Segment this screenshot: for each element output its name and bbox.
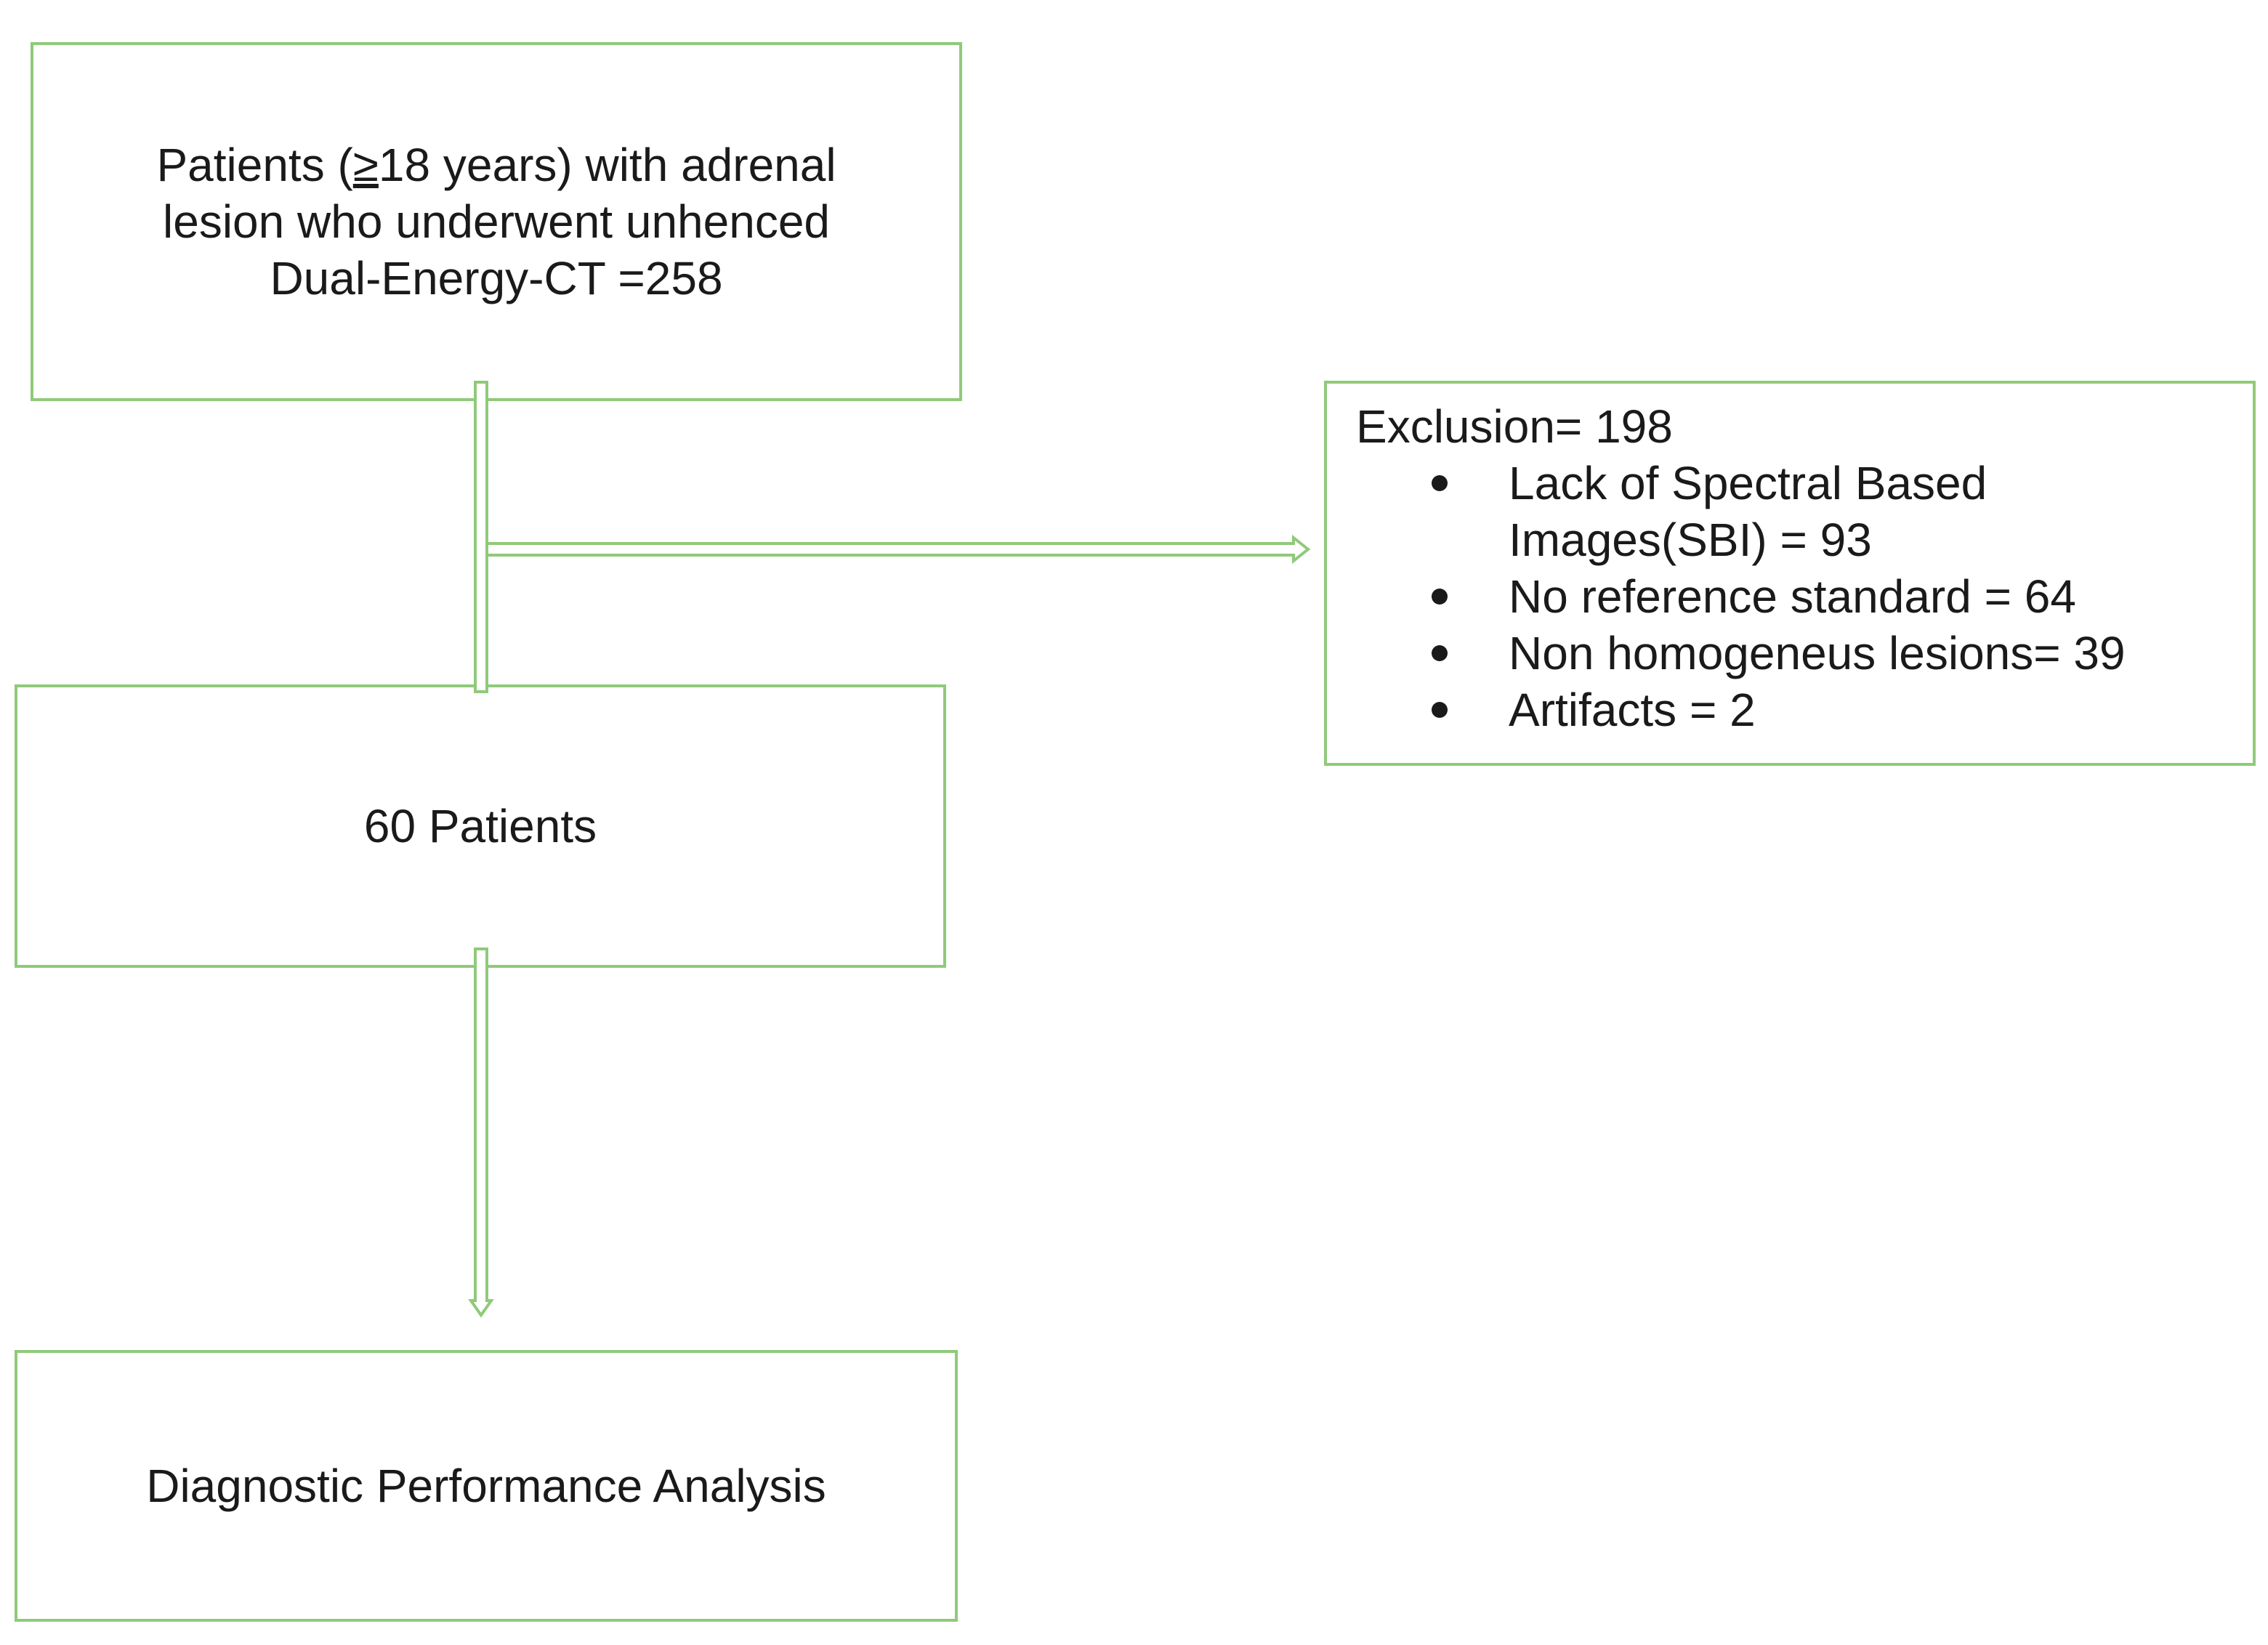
exclusion-item: Non homogeneus lesions= 39 [1356,625,2253,682]
patients-box: Patients (≥18 years) with adrenal lesion… [31,42,962,401]
exclusion-title: Exclusion= 198 [1356,400,1673,453]
patients-line-1: Patients (≥18 years) with adrenal [156,137,836,193]
arrow-to-exclusion [485,534,1311,565]
analysis-label: Diagnostic Performance Analysis [146,1460,826,1512]
bullet-icon [1432,645,1448,661]
exclusion-item-label: No reference standard = 64 [1509,570,2076,623]
exclusion-item-label: Non homogeneus lesions= 39 [1509,627,2126,679]
greater-equal-symbol: ≥ [352,139,379,191]
patients-line-2: lesion who underwent unhenced [163,195,830,248]
exclusion-item: Lack of Spectral Based Images(SBI) = 93 [1356,455,2253,568]
bullet-icon [1432,589,1448,605]
exclusion-item: Artifacts = 2 [1356,682,2253,738]
patients-line-1-start: Patients ( [156,139,353,191]
exclusion-list: Lack of Spectral Based Images(SBI) = 93 … [1356,455,2253,738]
analysis-box: Diagnostic Performance Analysis [15,1350,958,1622]
patients-line-1-end: 18 years) with adrenal [378,139,836,191]
exclusion-item-label: Artifacts = 2 [1509,684,1756,736]
exclusion-item-label: Lack of Spectral Based Images(SBI) = 93 [1509,457,1987,566]
bullet-icon [1432,475,1448,491]
sixty-patients-label: 60 Patients [363,800,597,852]
arrow-sixty-to-analysis [468,947,494,1318]
exclusion-box: Exclusion= 198 Lack of Spectral Based Im… [1324,381,2256,766]
patients-line-3: Dual-Energy-CT =258 [270,252,723,304]
bullet-icon [1432,702,1448,718]
exclusion-item: No reference standard = 64 [1356,568,2253,625]
arrow-patients-to-sixty [474,381,488,693]
